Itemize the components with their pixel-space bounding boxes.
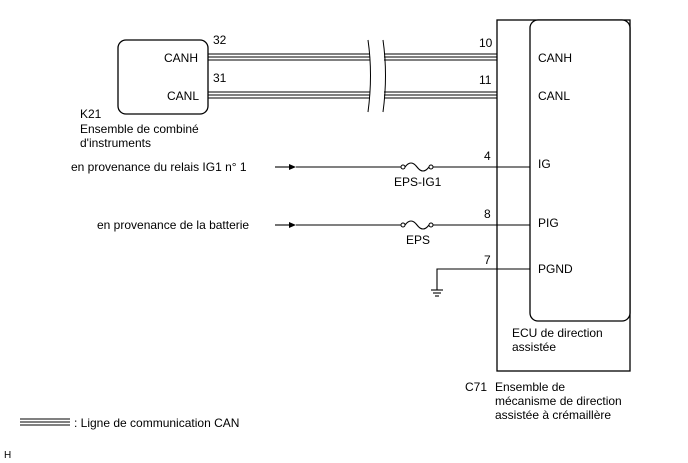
ig-circuit bbox=[275, 162, 530, 172]
fuse-icon bbox=[404, 220, 430, 230]
source-ig1-relay-label: en provenance du relais IG1 n° 1 bbox=[71, 160, 247, 174]
c71-pin-number-7: 7 bbox=[484, 253, 491, 267]
k21-id: K21 bbox=[80, 107, 102, 121]
fuse-terminal-icon bbox=[400, 164, 406, 170]
ecu-name-line2: assistée bbox=[512, 340, 556, 354]
k21-connector-box bbox=[117, 39, 209, 115]
wire-break-symbol bbox=[367, 39, 386, 113]
fuse-terminal-icon bbox=[428, 164, 434, 170]
source-battery-label: en provenance de la batterie bbox=[97, 218, 249, 232]
ground-icon bbox=[431, 289, 443, 297]
ecu-pin-label-canh: CANH bbox=[538, 51, 572, 65]
fuse-icon bbox=[404, 162, 430, 172]
legend-can-symbol bbox=[20, 418, 70, 426]
corner-mark: H bbox=[4, 450, 11, 461]
ecu-pin-label-canl: CANL bbox=[538, 89, 570, 103]
ecu-pin-label-pgnd: PGND bbox=[538, 262, 573, 276]
ecu-pin-label-ig: IG bbox=[538, 157, 551, 171]
ecu-box bbox=[529, 19, 631, 322]
k21-pin-number-32: 32 bbox=[213, 33, 227, 47]
ecu-name-line1: ECU de direction bbox=[512, 326, 603, 340]
fuse-terminal-icon bbox=[428, 222, 434, 228]
k21-pin-label-canh: CANH bbox=[164, 51, 198, 65]
c71-id: C71 bbox=[465, 380, 487, 394]
fuse-label-eps-ig1: EPS-IG1 bbox=[394, 175, 442, 189]
ecu-pin-label-pig: PIG bbox=[538, 216, 559, 230]
c71-pin-number-4: 4 bbox=[484, 149, 491, 163]
c71-pin-number-11: 11 bbox=[479, 73, 492, 87]
k21-pin-number-31: 31 bbox=[213, 71, 227, 85]
pgnd-circuit bbox=[431, 268, 530, 297]
k21-name-line2: d'instruments bbox=[80, 136, 151, 150]
can-line-canl bbox=[208, 91, 530, 99]
fuse-terminal-icon bbox=[400, 222, 406, 228]
fuse-label-eps: EPS bbox=[406, 233, 430, 247]
c71-name-line1: Ensemble de bbox=[495, 380, 565, 394]
pig-circuit bbox=[275, 220, 530, 230]
can-line-canh bbox=[208, 53, 530, 61]
c71-pin-number-8: 8 bbox=[484, 207, 491, 221]
arrow-icon bbox=[289, 164, 296, 170]
arrow-icon bbox=[289, 222, 296, 228]
legend-label: : Ligne de communication CAN bbox=[74, 416, 239, 430]
k21-pin-label-canl: CANL bbox=[167, 89, 199, 103]
c71-pin-number-10: 10 bbox=[479, 36, 493, 50]
k21-name-line1: Ensemble de combiné bbox=[80, 122, 199, 136]
c71-name-line3: assistée à crémaillère bbox=[495, 408, 611, 422]
c71-name-line2: mécanisme de direction bbox=[495, 394, 622, 408]
